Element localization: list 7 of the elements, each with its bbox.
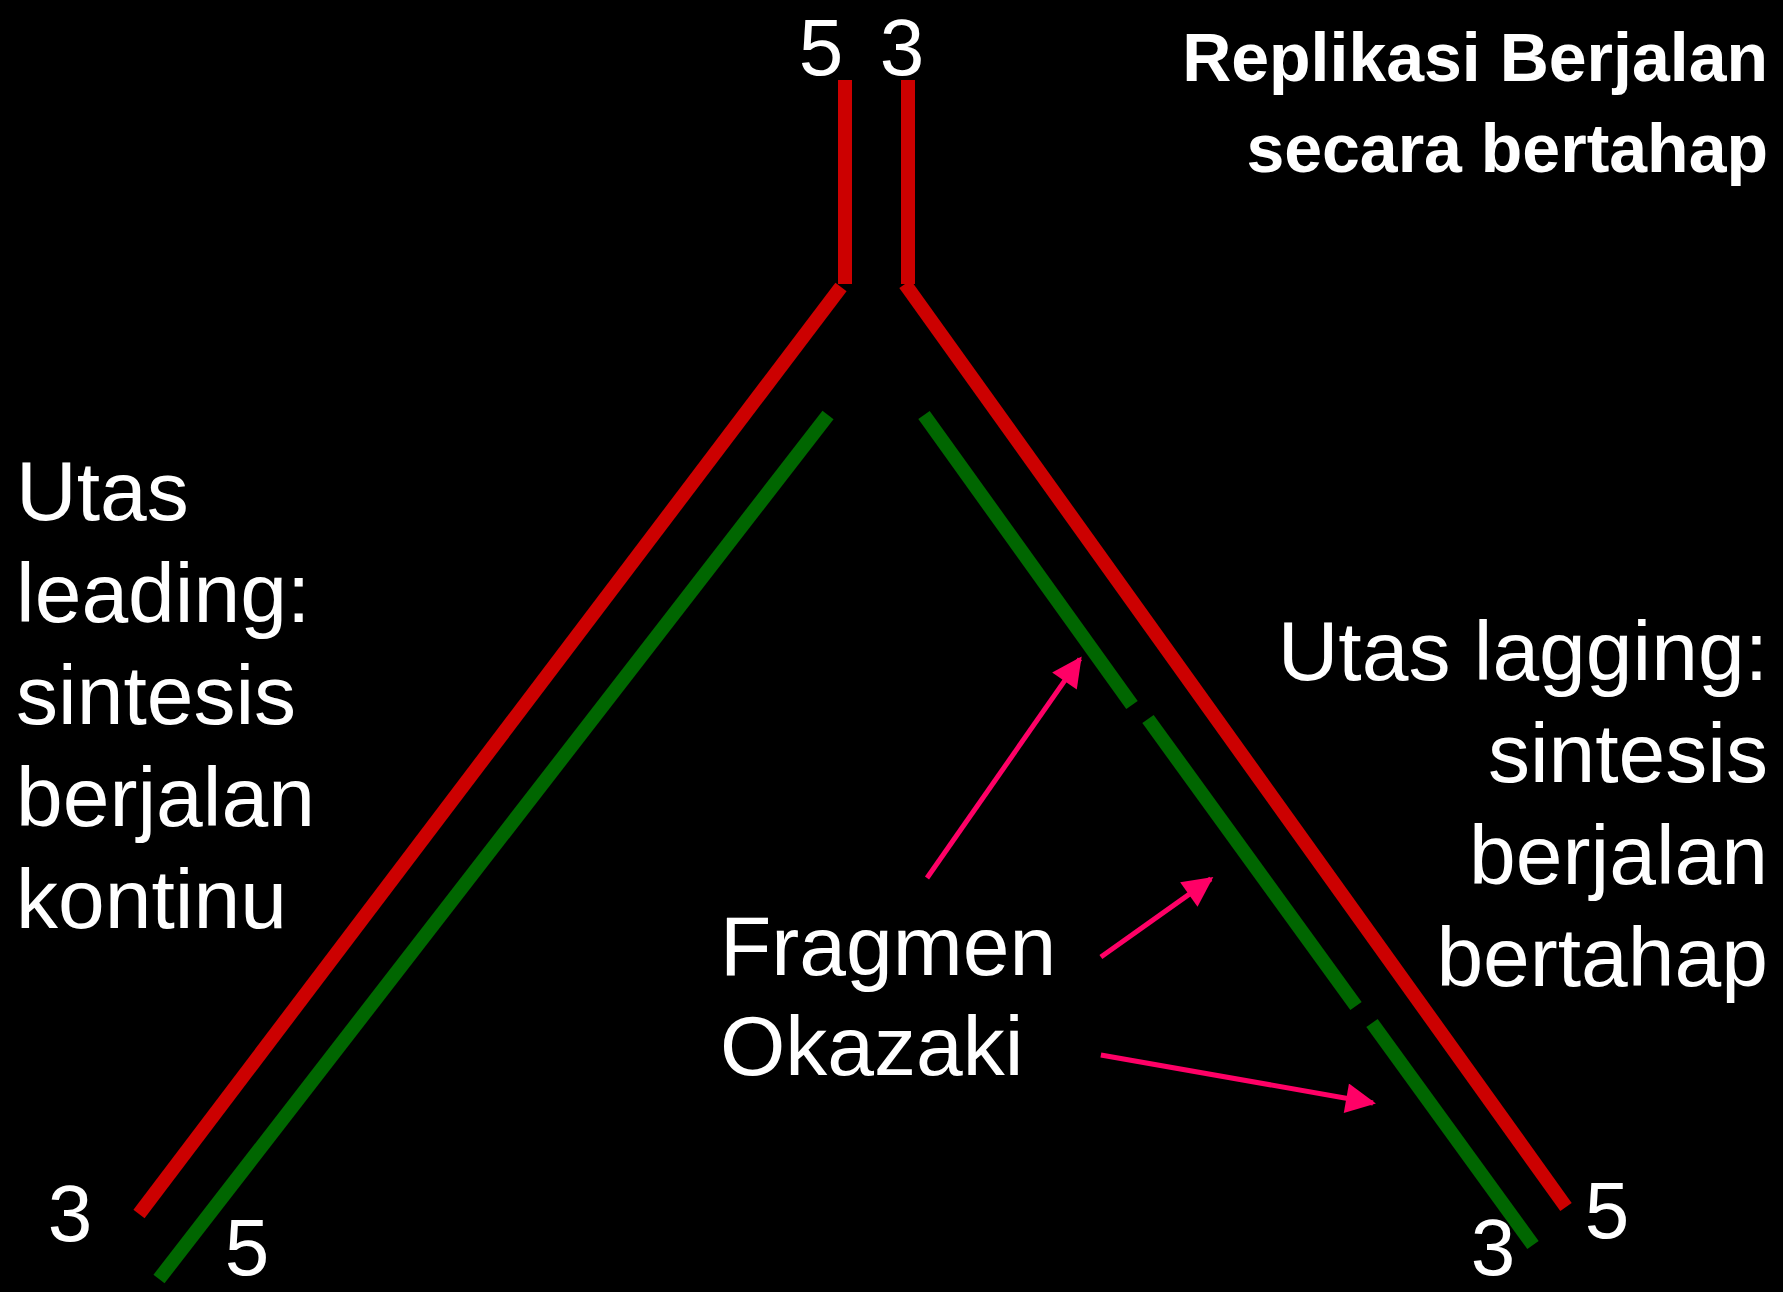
strand-end-number: 5	[223, 1205, 271, 1291]
strand-end-number: 3	[878, 3, 926, 93]
strand-end-number: 5	[797, 3, 845, 93]
strand-end-number: 3	[46, 1169, 94, 1259]
strand-end-number: 5	[1583, 1166, 1631, 1256]
title: Replikasi Berjalan secara bertahap	[1181, 18, 1768, 188]
strand-end-number: 3	[1469, 1205, 1517, 1291]
